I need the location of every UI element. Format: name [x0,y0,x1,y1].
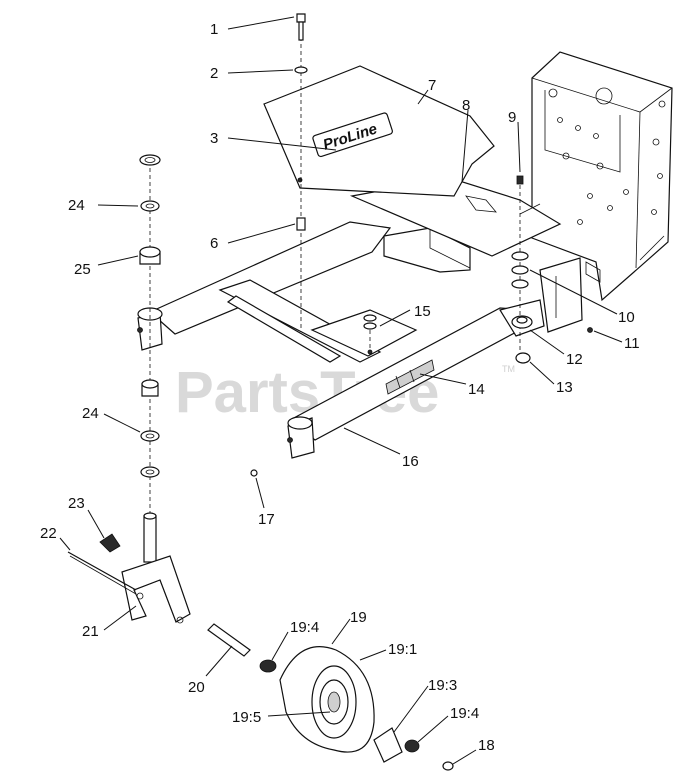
part-19-4-nut-right [404,739,420,753]
callout-labels: 1 2 3 6 7 8 9 10 11 12 13 14 15 16 17 18… [40,21,640,754]
part-1-bolt [296,13,306,23]
part-22-bolt [67,551,137,591]
callout-1: 1 [210,21,218,38]
callout-9: 9 [508,109,516,126]
callout-16: 16 [402,453,419,470]
callout-23: 23 [68,495,85,512]
callout-2: 2 [210,65,218,82]
callout-14: 14 [468,381,485,398]
part-10-washer-a [511,251,529,261]
part-24-washer-bottom [140,430,160,442]
callout-6: 6 [210,235,218,252]
callout-19: 19 [350,609,367,626]
part-20-spacer [207,623,251,657]
callout-22: 22 [40,525,57,542]
part-17-fitting [250,469,258,477]
caster-assembly [67,512,251,657]
part-19-4-nut-left [259,659,277,673]
caster-stem [143,515,157,563]
part-2-washer [294,66,308,74]
right-pivot-stack [511,175,593,364]
callout-17: 17 [258,511,275,528]
wheel-assembly [259,646,454,771]
part-19-3-bearing [373,727,403,763]
callout-8: 8 [462,97,470,114]
leader-lines [59,16,623,765]
callout-10: 10 [618,309,635,326]
callout-13: 13 [556,379,573,396]
callout-11: 11 [624,335,640,352]
callout-24-bottom: 24 [82,405,99,422]
part-21-caster-fork [121,555,191,623]
part-18-nut [442,761,454,771]
part-19-5-hub [327,691,341,713]
main-frame [137,221,583,459]
part-6-spacer [296,217,306,231]
callout-19-1: 19:1 [388,641,417,658]
watermark-trademark: TM [502,364,515,374]
part-13-spacer [515,352,531,364]
callout-25: 25 [74,261,91,278]
part-7-cover-plate: ProLine [263,65,495,197]
callout-12: 12 [566,351,583,368]
engine-deck-frame [531,51,673,302]
part-11-nut [587,327,593,333]
callout-7: 7 [428,77,436,94]
callout-18: 18 [478,737,495,754]
callout-20: 20 [188,679,205,696]
callout-21: 21 [82,623,99,640]
part-23-cap [99,533,121,553]
part-9-bolt [516,175,524,185]
callout-15: 15 [414,303,431,320]
callout-3: 3 [210,130,218,147]
part-24-washer-top [139,154,161,166]
callout-19-5: 19:5 [232,709,261,726]
left-caster-stack [139,154,258,520]
callout-19-4a: 19:4 [290,619,319,636]
callout-24-top: 24 [68,197,85,214]
center-bolt-stack [294,13,377,356]
callout-19-3: 19:3 [428,677,457,694]
part-15-washer [363,314,377,322]
callout-19-4b: 19:4 [450,705,479,722]
